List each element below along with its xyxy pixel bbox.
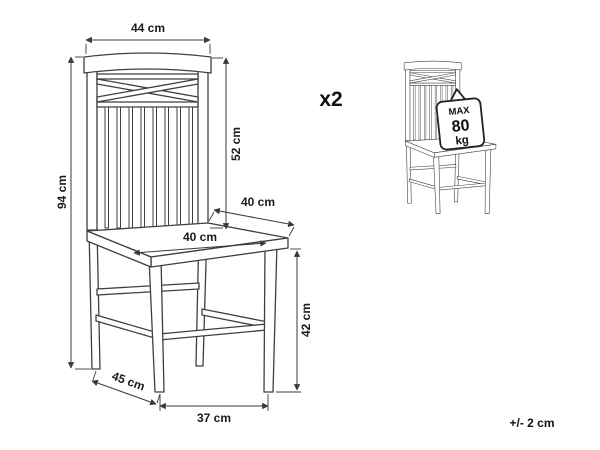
backrest-slat	[152, 106, 157, 229]
backrest-slat	[188, 106, 193, 229]
dim-total-height: 94 cm	[55, 56, 91, 370]
dim-seat-depth-arrow	[213, 207, 295, 228]
chair-x-slat-b	[96, 78, 199, 103]
chair-top-rail	[83, 52, 212, 74]
badge-value-label: 80	[451, 117, 471, 136]
dim-total-height-label: 94 cm	[55, 175, 69, 209]
chair-backrest-slats	[104, 106, 193, 229]
chair-line-drawing	[83, 52, 289, 393]
backrest-slat	[128, 106, 133, 229]
dim-seat-width-arrow	[133, 240, 267, 256]
chair-front-right-leg	[263, 242, 278, 393]
chair-front-stretcher	[158, 323, 268, 341]
dim-backrest-height-label: 52 cm	[229, 127, 243, 161]
dim-tick	[156, 393, 161, 404]
dim-tick	[208, 211, 215, 222]
chair-back-stretcher	[96, 282, 200, 296]
dim-seat-depth-label: 40 cm	[241, 195, 275, 209]
dim-backrest-height: 52 cm	[210, 57, 243, 230]
backrest-slat	[104, 106, 109, 229]
chair-back-left-leg	[88, 227, 101, 370]
chair-seat-left-face	[86, 230, 152, 268]
tolerance-label: +/- 2 cm	[509, 416, 554, 430]
chair-left-upright	[86, 56, 98, 231]
badge-unit-label: kg	[455, 134, 470, 147]
dim-total-depth: 45 cm	[91, 369, 161, 406]
backrest-slat	[164, 106, 169, 229]
dim-seat-height-label: 42 cm	[299, 303, 313, 337]
dim-seat-depth: 40 cm	[208, 195, 295, 237]
quantity-label: x2	[319, 88, 342, 111]
dim-seat-width-label: 40 cm	[183, 230, 217, 244]
backrest-slat	[116, 106, 121, 229]
backrest-slat	[140, 106, 145, 229]
dim-front-leg-span: 37 cm	[159, 394, 269, 425]
dim-tick	[288, 226, 295, 237]
chair-left-stretcher	[95, 314, 159, 340]
dim-top-width-label: 44 cm	[131, 21, 165, 35]
chair-front-left-leg	[148, 256, 165, 393]
dim-seat-height: 42 cm	[276, 248, 313, 393]
badge-max-label: MAX	[448, 105, 471, 118]
backrest-slat	[176, 106, 181, 229]
dim-front-leg-span-label: 37 cm	[197, 411, 231, 425]
badge-body	[435, 97, 486, 151]
max-load-badge: MAX 80 kg	[435, 88, 486, 151]
chair-right-upright	[197, 56, 209, 231]
dim-seat-width: 40 cm	[133, 230, 267, 256]
chair-cross-rail-lower	[96, 101, 199, 108]
dim-tick	[92, 370, 97, 381]
dim-top-width: 44 cm	[85, 21, 211, 54]
dim-total-depth-arrow	[91, 379, 157, 406]
chair-cross-rail-upper	[96, 73, 199, 80]
